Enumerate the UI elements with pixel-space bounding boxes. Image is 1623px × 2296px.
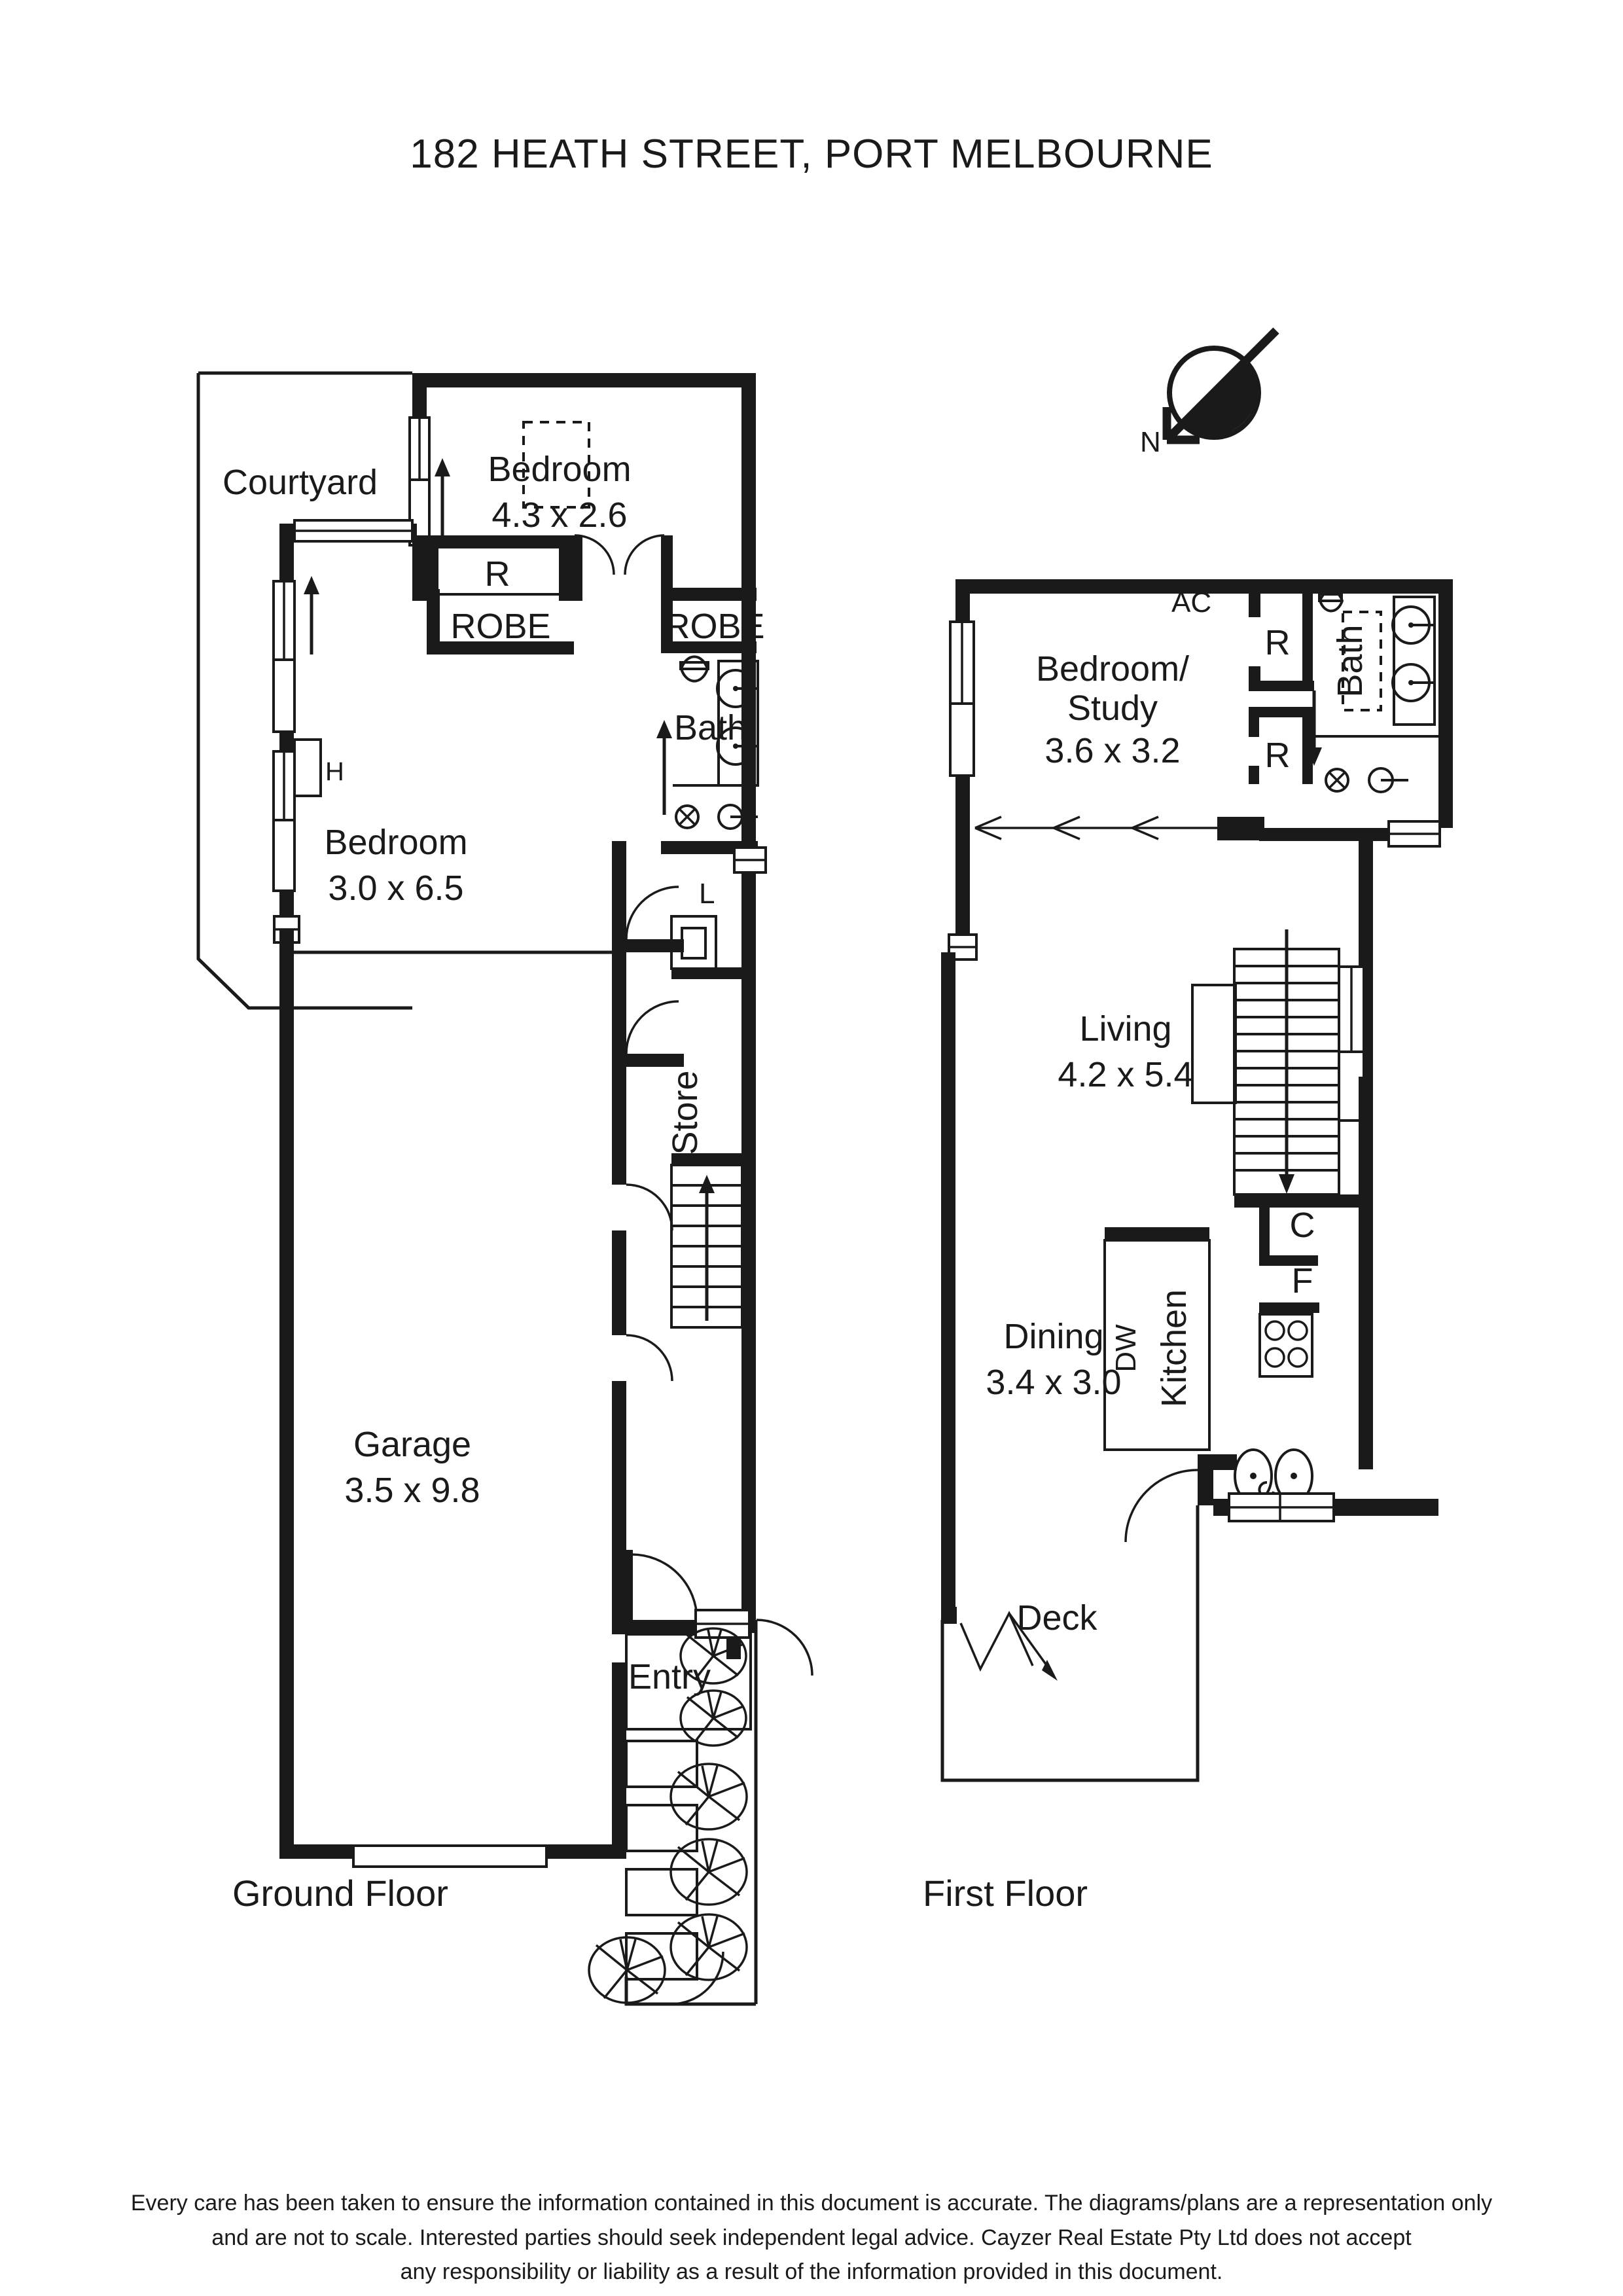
ground-floor-caption: Ground Floor	[232, 1873, 448, 1914]
ac-label: AC	[1171, 586, 1211, 619]
skylight-marker	[522, 421, 590, 509]
bedroom-study-label-line2: Study	[1067, 689, 1158, 728]
robe-r-label-ground: R	[485, 554, 510, 594]
shrub-icon	[588, 1936, 666, 2004]
bath-label-ground: Bath	[674, 708, 747, 747]
shrub-icon	[669, 1763, 748, 1831]
linen-label: L	[699, 878, 715, 910]
basin-icon-ground	[717, 804, 758, 830]
disclaimer: Every care has been taken to ensure the …	[0, 2186, 1623, 2289]
living-dim: 4.2 x 5.4	[1058, 1055, 1193, 1094]
disclaimer-line-2: and are not to scale. Interested parties…	[211, 2225, 1412, 2250]
floor-waste-icon-first	[1325, 768, 1349, 793]
staircase-ground	[670, 1164, 743, 1329]
robe-r-label-first-top: R	[1265, 623, 1291, 662]
deck-label: Deck	[1016, 1598, 1097, 1638]
heater-marker-label: H	[325, 757, 344, 786]
paving-slab	[625, 1740, 698, 1788]
courtyard-label: Courtyard	[223, 463, 378, 502]
compass-rose: N	[1140, 327, 1279, 458]
shrub-icon	[669, 1913, 748, 1981]
staircase-first	[1233, 929, 1340, 1196]
robe-r-label-first-bottom: R	[1265, 736, 1291, 775]
shrub-icon	[679, 1689, 747, 1747]
dining-label: Dining	[1003, 1317, 1103, 1356]
deck-steps-icon	[959, 1610, 1058, 1681]
dining-dim: 3.4 x 3.0	[986, 1363, 1121, 1402]
bath-label-first: Bath	[1330, 624, 1370, 697]
bedroom-upper-label: Bedroom	[488, 450, 631, 489]
bath-marker-box-first	[1342, 611, 1382, 711]
robe-label-right: ROBE	[664, 607, 764, 646]
opening-arrows	[974, 816, 1217, 840]
robe-label-left: ROBE	[450, 607, 550, 646]
shrub-icon	[669, 1838, 748, 1906]
paving-slab	[625, 1868, 698, 1916]
fridge-label: F	[1292, 1261, 1313, 1300]
cupboard-label: C	[1290, 1206, 1315, 1245]
first-floor-plan: AC R Bath	[940, 579, 1453, 1782]
living-label: Living	[1079, 1009, 1171, 1049]
kitchen-label: Kitchen	[1154, 1289, 1194, 1407]
dishwasher-label: DW	[1110, 1324, 1142, 1372]
basin-icon-first	[1368, 767, 1408, 793]
floor-waste-icon-ground	[675, 804, 700, 829]
ground-floor-plan: H R	[196, 371, 813, 2006]
page-title: 182 HEATH STREET, PORT MELBOURNE	[410, 132, 1213, 177]
bedroom-main-dim: 3.0 x 6.5	[328, 869, 463, 908]
paving-slab	[625, 1932, 698, 1981]
cooktop-icon	[1258, 1313, 1313, 1378]
compass-north-label: N	[1140, 426, 1161, 458]
bedroom-study-label-line1: Bedroom/	[1036, 649, 1189, 689]
bedroom-main-label: Bedroom	[324, 823, 467, 862]
bedroom-upper-dim: 4.3 x 2.6	[491, 495, 627, 535]
first-floor-caption: First Floor	[923, 1873, 1088, 1914]
disclaimer-line-3: any responsibility or liability as a res…	[400, 2259, 1223, 2285]
shrub-icon	[679, 1627, 747, 1685]
garage-label: Garage	[353, 1425, 471, 1464]
bedroom-study-dim: 3.6 x 3.2	[1044, 731, 1180, 770]
garage-dim: 3.5 x 9.8	[344, 1471, 480, 1510]
disclaimer-line-1: Every care has been taken to ensure the …	[130, 2191, 1493, 2215]
store-label: Store	[666, 1070, 705, 1155]
